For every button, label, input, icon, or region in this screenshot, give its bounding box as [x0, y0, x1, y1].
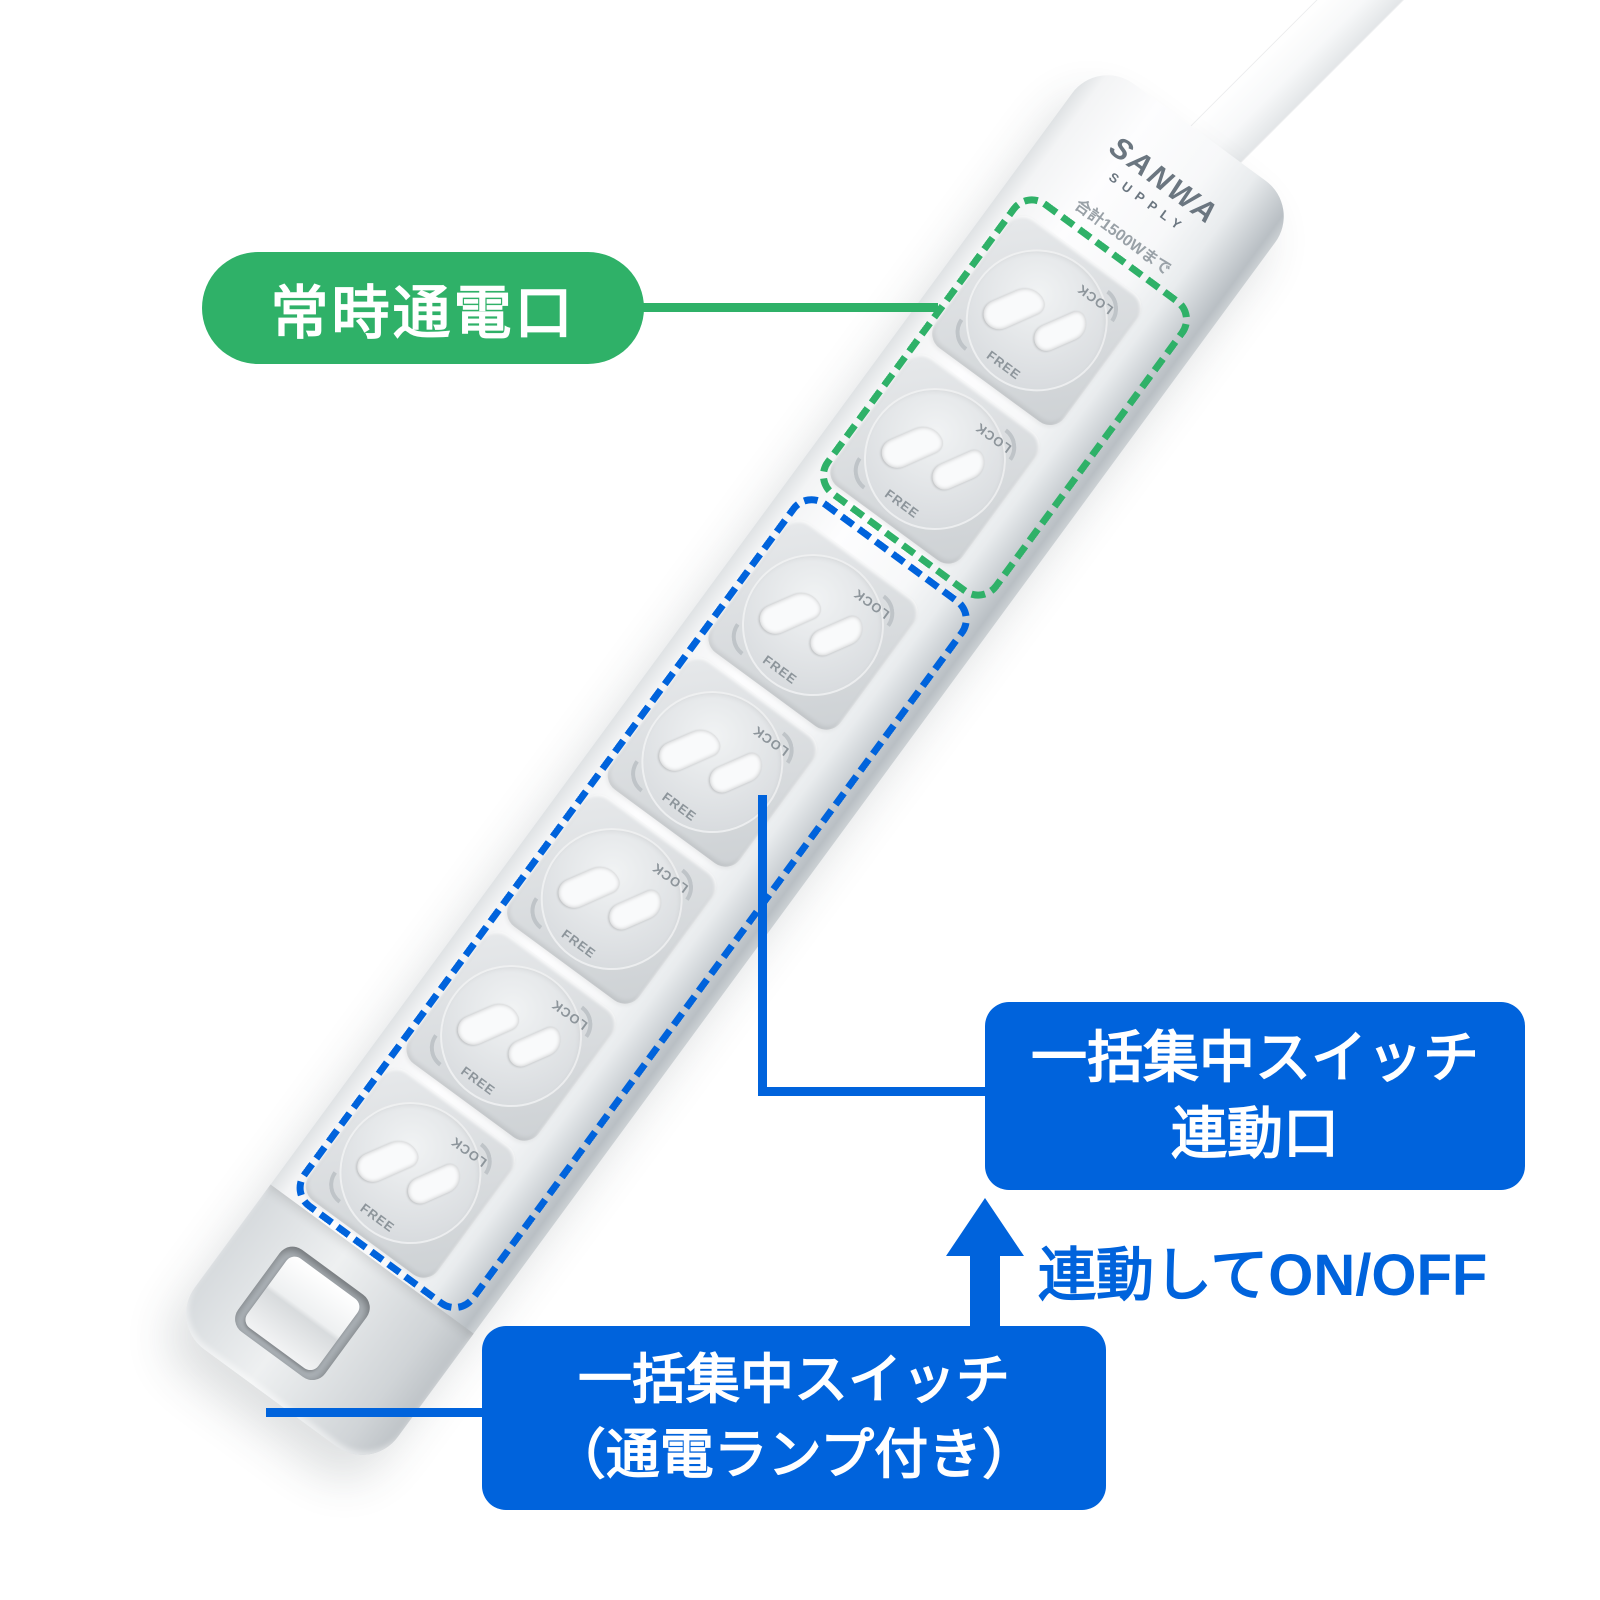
always-on-callout-text: 常時通電口 — [270, 281, 576, 346]
always-on-callout: 常時通電口 — [202, 252, 644, 364]
linked-connector-horizontal — [758, 1087, 988, 1096]
switch-connector — [266, 1408, 486, 1417]
master-switch-recess — [228, 1240, 377, 1387]
linked-callout-line1: 一括集中スイッチ — [1031, 1026, 1479, 1090]
switch-callout-line1: 一括集中スイッチ — [578, 1350, 1010, 1411]
always-on-connector — [638, 303, 938, 312]
up-arrow-shaft — [970, 1252, 1000, 1334]
switch-callout-line2: （通電ランプ付き） — [551, 1425, 1037, 1485]
linked-connector-vertical — [758, 795, 767, 1095]
switch-callout: 一括集中スイッチ （通電ランプ付き） — [482, 1326, 1106, 1510]
up-arrow-icon — [946, 1198, 1024, 1256]
master-switch — [241, 1252, 364, 1375]
linked-note: 連動してON/OFF — [1038, 1243, 1488, 1308]
linked-callout: 一括集中スイッチ 連動口 — [985, 1002, 1525, 1190]
linked-callout-line2: 連動口 — [1171, 1102, 1339, 1165]
switched-zone — [286, 485, 981, 1322]
